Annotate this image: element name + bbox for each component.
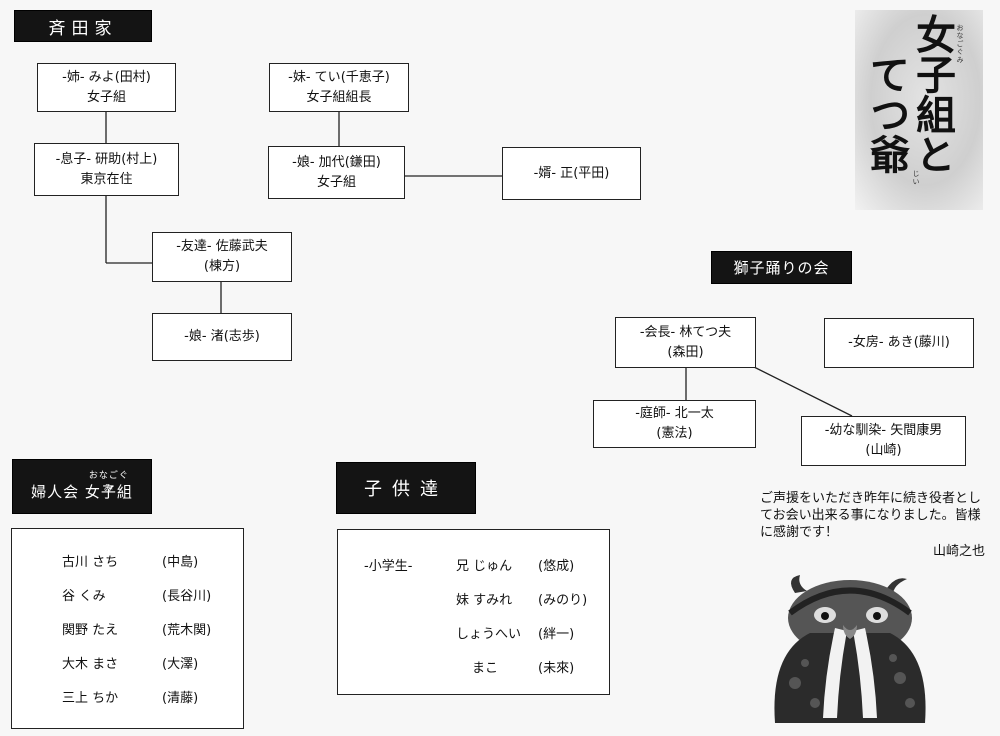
character-name: てい [314,69,341,85]
character-affiliation: 女子組 [316,174,356,190]
actor-name: (棟方) [203,259,241,274]
title-logo-ruby2: じい [912,170,920,186]
character-niwashi-kitaichita: -庭師- 北一太 (憲法) [593,400,756,448]
message-signature: 山崎之也 [932,544,985,559]
character-ane-miyo: -姉- みよ(田村) 女子組 [37,63,176,112]
message-note: ご声援をいただき昨年に続き役者としてお会い出来る事になりました。皆様に感謝です！… [760,490,985,560]
role-label: -婿- [533,165,557,181]
child-actor: (絆一) [538,627,575,642]
character-name: 北一太 [674,406,714,421]
kodomo-member-list: -小学生- 兄 じゅん (悠成) 妹 すみれ (みのり) しょうへい (絆一) … [337,529,610,695]
character-name: 佐藤武夫 [215,239,268,254]
member-name: 谷 くみ [62,589,106,604]
character-affiliation: 東京在住 [80,171,133,187]
member-actor: (荒木関) [162,623,212,638]
role-label: -息子- [55,151,92,167]
actor-name: (平田) [573,165,610,181]
member-actor: (大澤) [162,657,199,672]
shishi-mascot-illustration [774,575,926,723]
character-musuko-kensuke: -息子- 研助(村上) 東京在住 [34,143,179,196]
fujinkai-member-list: 古川 さち (中島) 谷 くみ (長谷川) 関野 たえ (荒木関) 大木 まさ … [11,528,244,729]
title-logo: 女子組と てつ爺 おなごぐみ じい [855,10,983,210]
actor-name: (村上) [121,151,158,167]
member-actor: (清藤) [162,691,199,706]
character-nyobo-aki: -女房- あき(藤川) [824,318,974,368]
actor-name: (千恵子) [340,69,390,85]
character-kaicho-tetsuo: -会長- 林てつ夫 (森田) [615,317,756,368]
fujinkai-header: 婦人会 おなごぐみ 女子組 [12,459,152,514]
actor-name: (田村) [114,69,151,85]
actor-name: (憲法) [656,426,693,441]
child-actor: (みのり) [538,593,588,608]
role-label: -女房- [848,335,884,350]
title-logo-line1: 女子組と [909,14,956,174]
character-name: 正 [560,165,574,181]
actor-name: (藤川) [913,335,950,350]
character-name: みよ [88,69,115,85]
saita-family-header-text: 斉田家 [48,18,118,39]
kodomo-header-text: 子供達 [364,479,448,500]
character-muko-tadashi: -婿- 正(平田) [502,147,641,200]
character-imoto-tei: -妹- てい(千恵子) 女子組組長 [269,63,409,112]
child-name: まこ [472,661,499,676]
fujinkai-header-right: 女子組 [84,483,133,501]
actor-name: (志歩) [223,329,260,344]
character-name: 研助 [95,151,122,167]
shishi-odori-header-text: 獅子踊りの会 [733,259,830,277]
group-label: -小学生- [364,559,413,574]
character-name: あき [887,335,914,350]
actor-name: (森田) [667,344,704,360]
child-name: 妹 すみれ [456,593,513,608]
character-osananajimi-yasuo: -幼な馴染- 矢間康男 (山崎) [801,416,966,466]
member-name: 三上 ちか [62,691,119,706]
shishi-odori-header: 獅子踊りの会 [711,251,852,284]
character-name: 渚 [210,329,224,344]
message-text: ご声援をいただき昨年に続き役者としてお会い出来る事になりました。皆様に感謝です！ [760,491,982,540]
character-name: 加代 [318,154,345,170]
member-name: 関野 たえ [62,623,119,638]
character-affiliation: 女子組 [86,89,126,105]
member-actor: (長谷川) [162,589,212,604]
character-musume-kayo: -娘- 加代(鎌田) 女子組 [268,146,405,199]
role-label: -妹- [288,69,311,85]
role-label: -友達- [176,239,212,254]
title-logo-line2: てつ爺 [863,54,910,174]
role-label: -会長- [639,324,676,340]
member-name: 古川 さち [62,555,119,570]
fujinkai-header-left: 婦人会 [31,483,80,501]
character-name: 林てつ夫 [679,324,732,340]
role-label: -娘- [292,154,315,170]
character-tomodachi-takeo: -友達- 佐藤武夫 (棟方) [152,232,292,282]
member-actor: (中島) [162,555,199,570]
child-actor: (未來) [538,661,575,676]
child-name: しょうへい [456,627,522,642]
member-name: 大木 まさ [62,657,119,672]
saita-family-header: 斉田家 [14,10,152,42]
character-affiliation: 女子組組長 [306,89,372,105]
child-actor: (悠成) [538,559,575,574]
role-label: -姉- [62,69,85,85]
child-name: 兄 じゅん [456,559,513,574]
actor-name: (鎌田) [344,154,381,170]
role-label: -娘- [184,329,207,344]
role-label: -庭師- [635,406,671,421]
kodomo-header: 子供達 [336,462,476,514]
role-label: -幼な馴染- [824,423,887,438]
character-musume-nagisa: -娘- 渚(志歩) [152,313,292,361]
title-logo-ruby1: おなごぐみ [956,24,964,64]
fujinkai-header-ruby: おなごぐみ [88,471,129,494]
actor-name: (山崎) [865,443,902,458]
character-name: 矢間康男 [890,423,943,438]
